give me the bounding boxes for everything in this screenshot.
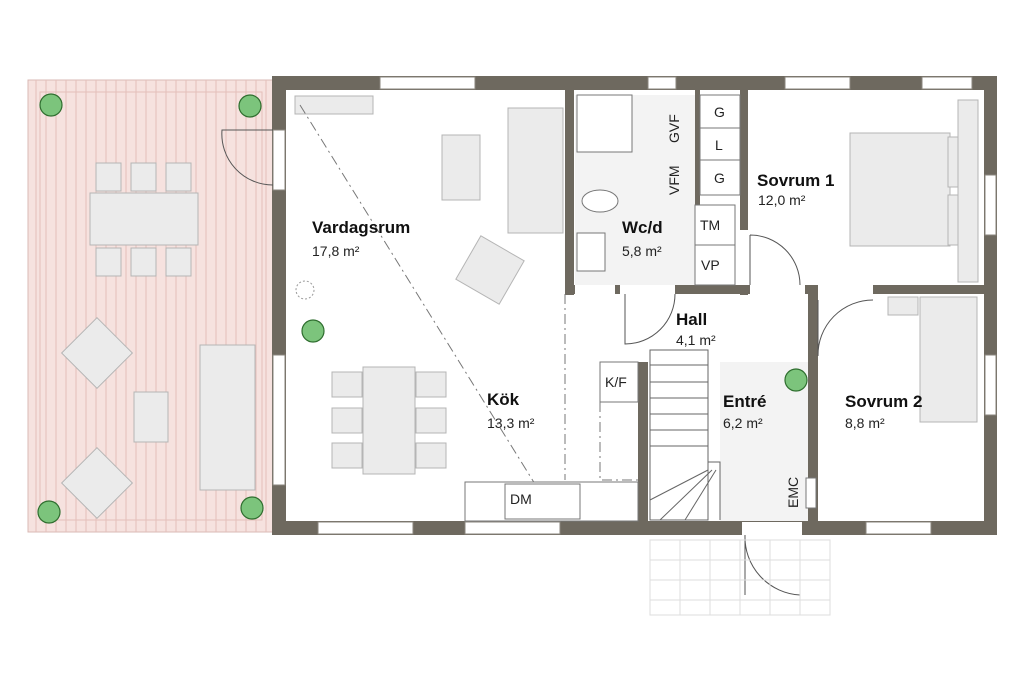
label-vp: VP	[701, 257, 720, 273]
entrance-door[interactable]	[744, 534, 801, 596]
room-name-entre: Entré	[723, 392, 766, 411]
room-name-sovrum2: Sovrum 2	[845, 392, 922, 411]
plants	[37, 93, 808, 524]
room-name-hall: Hall	[676, 310, 707, 329]
windows	[272, 76, 997, 535]
coffee-table	[441, 134, 481, 201]
outdoor-table	[89, 192, 199, 246]
sink	[504, 483, 581, 520]
plant-icon	[301, 319, 325, 343]
toilet	[581, 189, 619, 213]
terrace-door[interactable]	[221, 129, 274, 186]
staircase	[649, 349, 721, 521]
outdoor-armchair	[60, 446, 134, 520]
plant-icon	[39, 93, 63, 117]
plant-icon	[238, 94, 262, 118]
plant-icon	[240, 496, 264, 520]
sovrum2-door[interactable]	[817, 299, 874, 357]
wc-fixtures	[576, 94, 633, 272]
outdoor-side-table	[133, 391, 169, 443]
room-name-sovrum1: Sovrum 1	[757, 171, 834, 190]
plant-icon	[784, 368, 808, 392]
room-area-kok: 13,3 m²	[487, 415, 535, 431]
label-emc: EMC	[785, 477, 801, 508]
room-name-kok: Kök	[487, 390, 520, 409]
label-l: L	[715, 137, 723, 153]
ceiling-lamp-icon	[295, 280, 315, 300]
room-area-hall: 4,1 m²	[676, 332, 716, 348]
label-g-top: G	[714, 104, 725, 120]
room-area-wcd: 5,8 m²	[622, 243, 662, 259]
closets	[599, 94, 741, 403]
single-bed	[919, 296, 978, 423]
doors[interactable]	[221, 129, 874, 596]
label-vfm: VFM	[666, 165, 682, 195]
room-area-vardagsrum: 17,8 m²	[312, 243, 360, 259]
living-furniture	[294, 95, 566, 506]
label-tm: TM	[700, 217, 720, 233]
label-gvf: GVF	[666, 114, 682, 143]
label-kf: K/F	[605, 374, 627, 390]
bedroom-furniture	[805, 99, 979, 509]
double-bed	[849, 132, 951, 247]
plant-icon	[37, 500, 61, 524]
armchair	[455, 235, 525, 305]
room-area-sovrum1: 12,0 m²	[758, 192, 806, 208]
room-area-sovrum2: 8,8 m²	[845, 415, 885, 431]
entrance-steps	[649, 539, 831, 616]
outdoor-armchair	[60, 316, 134, 390]
label-g-bottom: G	[714, 170, 725, 186]
wc-door[interactable]	[624, 293, 676, 345]
room-area-entre: 6,2 m²	[723, 415, 763, 431]
label-dm: DM	[510, 491, 532, 507]
outdoor-furniture	[60, 162, 256, 520]
room-name-wcd: Wc/d	[622, 218, 663, 237]
sofa	[507, 107, 564, 234]
outdoor-sofa	[199, 344, 256, 491]
sovrum1-door[interactable]	[749, 234, 801, 286]
washbasin	[576, 232, 606, 272]
fireplace	[294, 95, 374, 115]
room-name-vardagsrum: Vardagsrum	[312, 218, 410, 237]
dining-table	[362, 366, 416, 475]
